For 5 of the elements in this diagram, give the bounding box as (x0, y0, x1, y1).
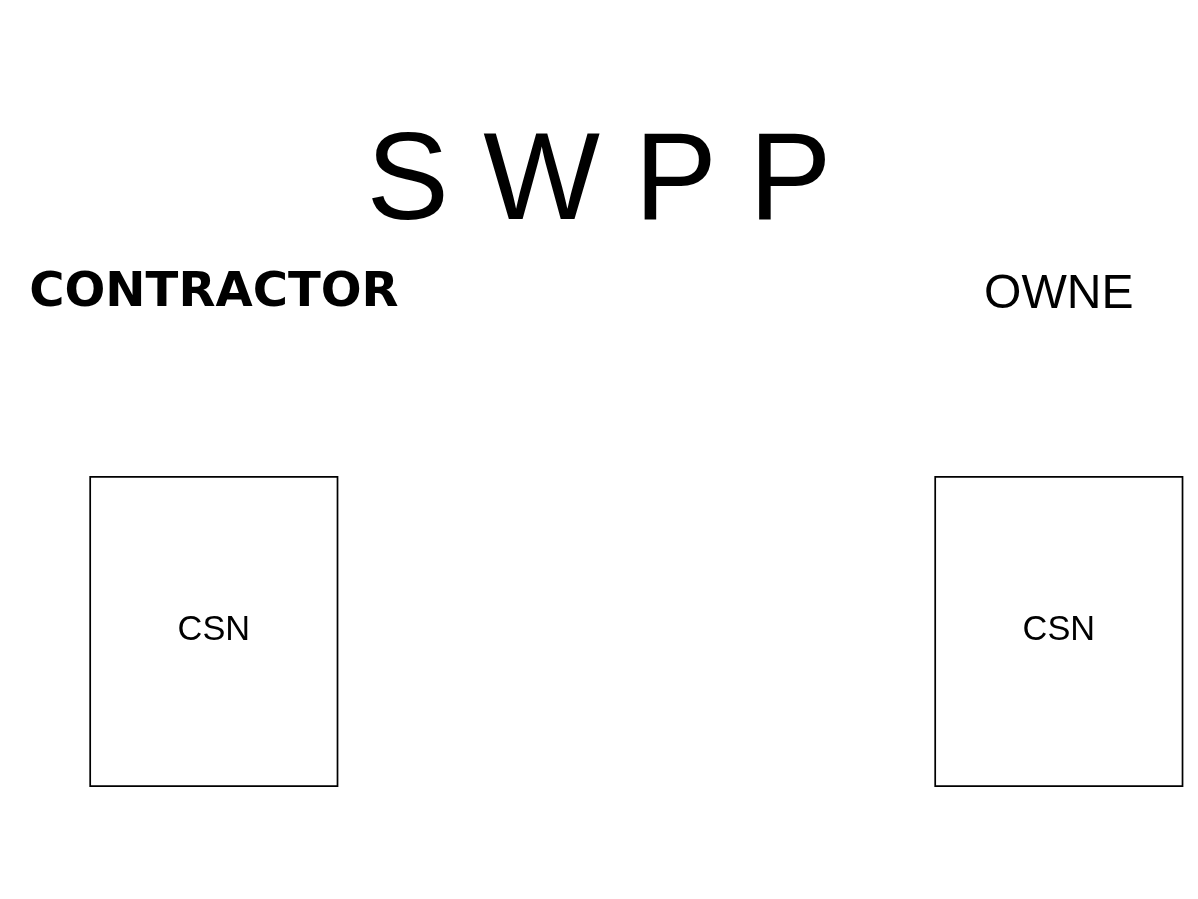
node-box: CSN (89, 476, 339, 787)
label: CONTRACTOR (29, 260, 399, 317)
node-box: CSN (934, 476, 1184, 787)
diagram-title: S W P P (366, 106, 832, 245)
label: OWNE (984, 263, 1134, 318)
